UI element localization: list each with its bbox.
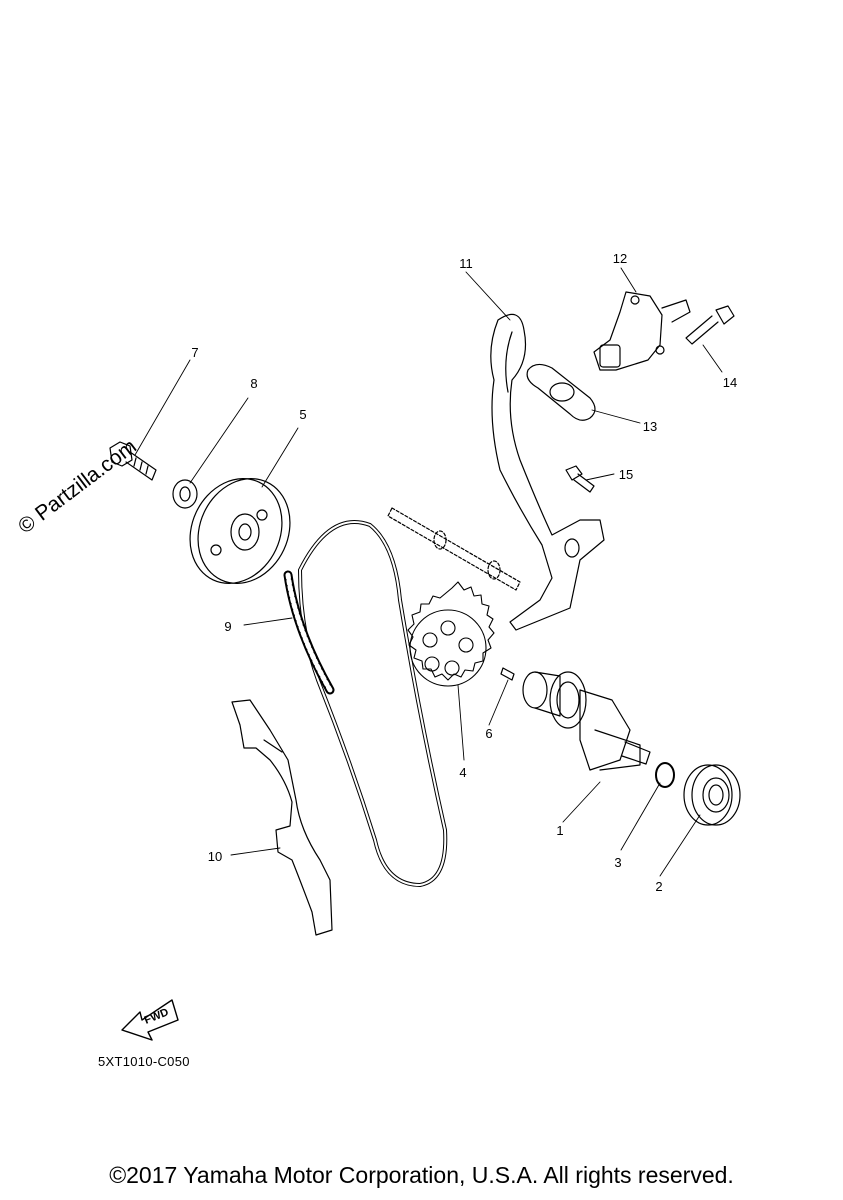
callout-6: 6	[485, 726, 493, 741]
part-10-guide	[231, 699, 333, 936]
callout-5: 5	[299, 407, 307, 422]
callout-15: 15	[618, 467, 634, 482]
part-1-camshaft	[522, 671, 651, 771]
part-8-washer	[172, 479, 198, 509]
leader-lines	[134, 267, 723, 877]
part-3-oring	[655, 762, 675, 788]
callout-1: 1	[556, 823, 564, 838]
part-5-plate	[189, 478, 291, 584]
callout-14: 14	[722, 375, 738, 390]
callout-7: 7	[191, 345, 199, 360]
callout-11: 11	[459, 256, 473, 271]
callout-13: 13	[642, 419, 658, 434]
fwd-arrow-icon: FWD	[121, 999, 179, 1041]
diagram-code: 5XT1010-C050	[98, 1054, 190, 1069]
callout-12: 12	[612, 251, 628, 266]
part-12-tensioner	[593, 291, 691, 371]
part-14-bolt	[685, 305, 735, 345]
part-11-guide	[490, 313, 605, 631]
fwd-label: FWD	[143, 1006, 171, 1027]
callout-3: 3	[614, 855, 622, 870]
part-4-sprocket	[407, 581, 495, 687]
callout-4: 4	[459, 765, 467, 780]
callout-9: 9	[224, 619, 232, 634]
part-13-gasket	[526, 363, 596, 421]
part-2-bearing	[683, 764, 741, 826]
part-6-pin	[500, 667, 515, 681]
callout-8: 8	[250, 376, 258, 391]
callout-2: 2	[655, 879, 663, 894]
part-9-chain	[283, 520, 448, 887]
callout-10: 10	[207, 849, 223, 864]
part-15-bolt	[565, 465, 595, 493]
part-7-bolt	[109, 441, 157, 481]
shaft-dashed	[387, 507, 521, 591]
copyright-notice: ©2017 Yamaha Motor Corporation, U.S.A. A…	[109, 1162, 734, 1188]
